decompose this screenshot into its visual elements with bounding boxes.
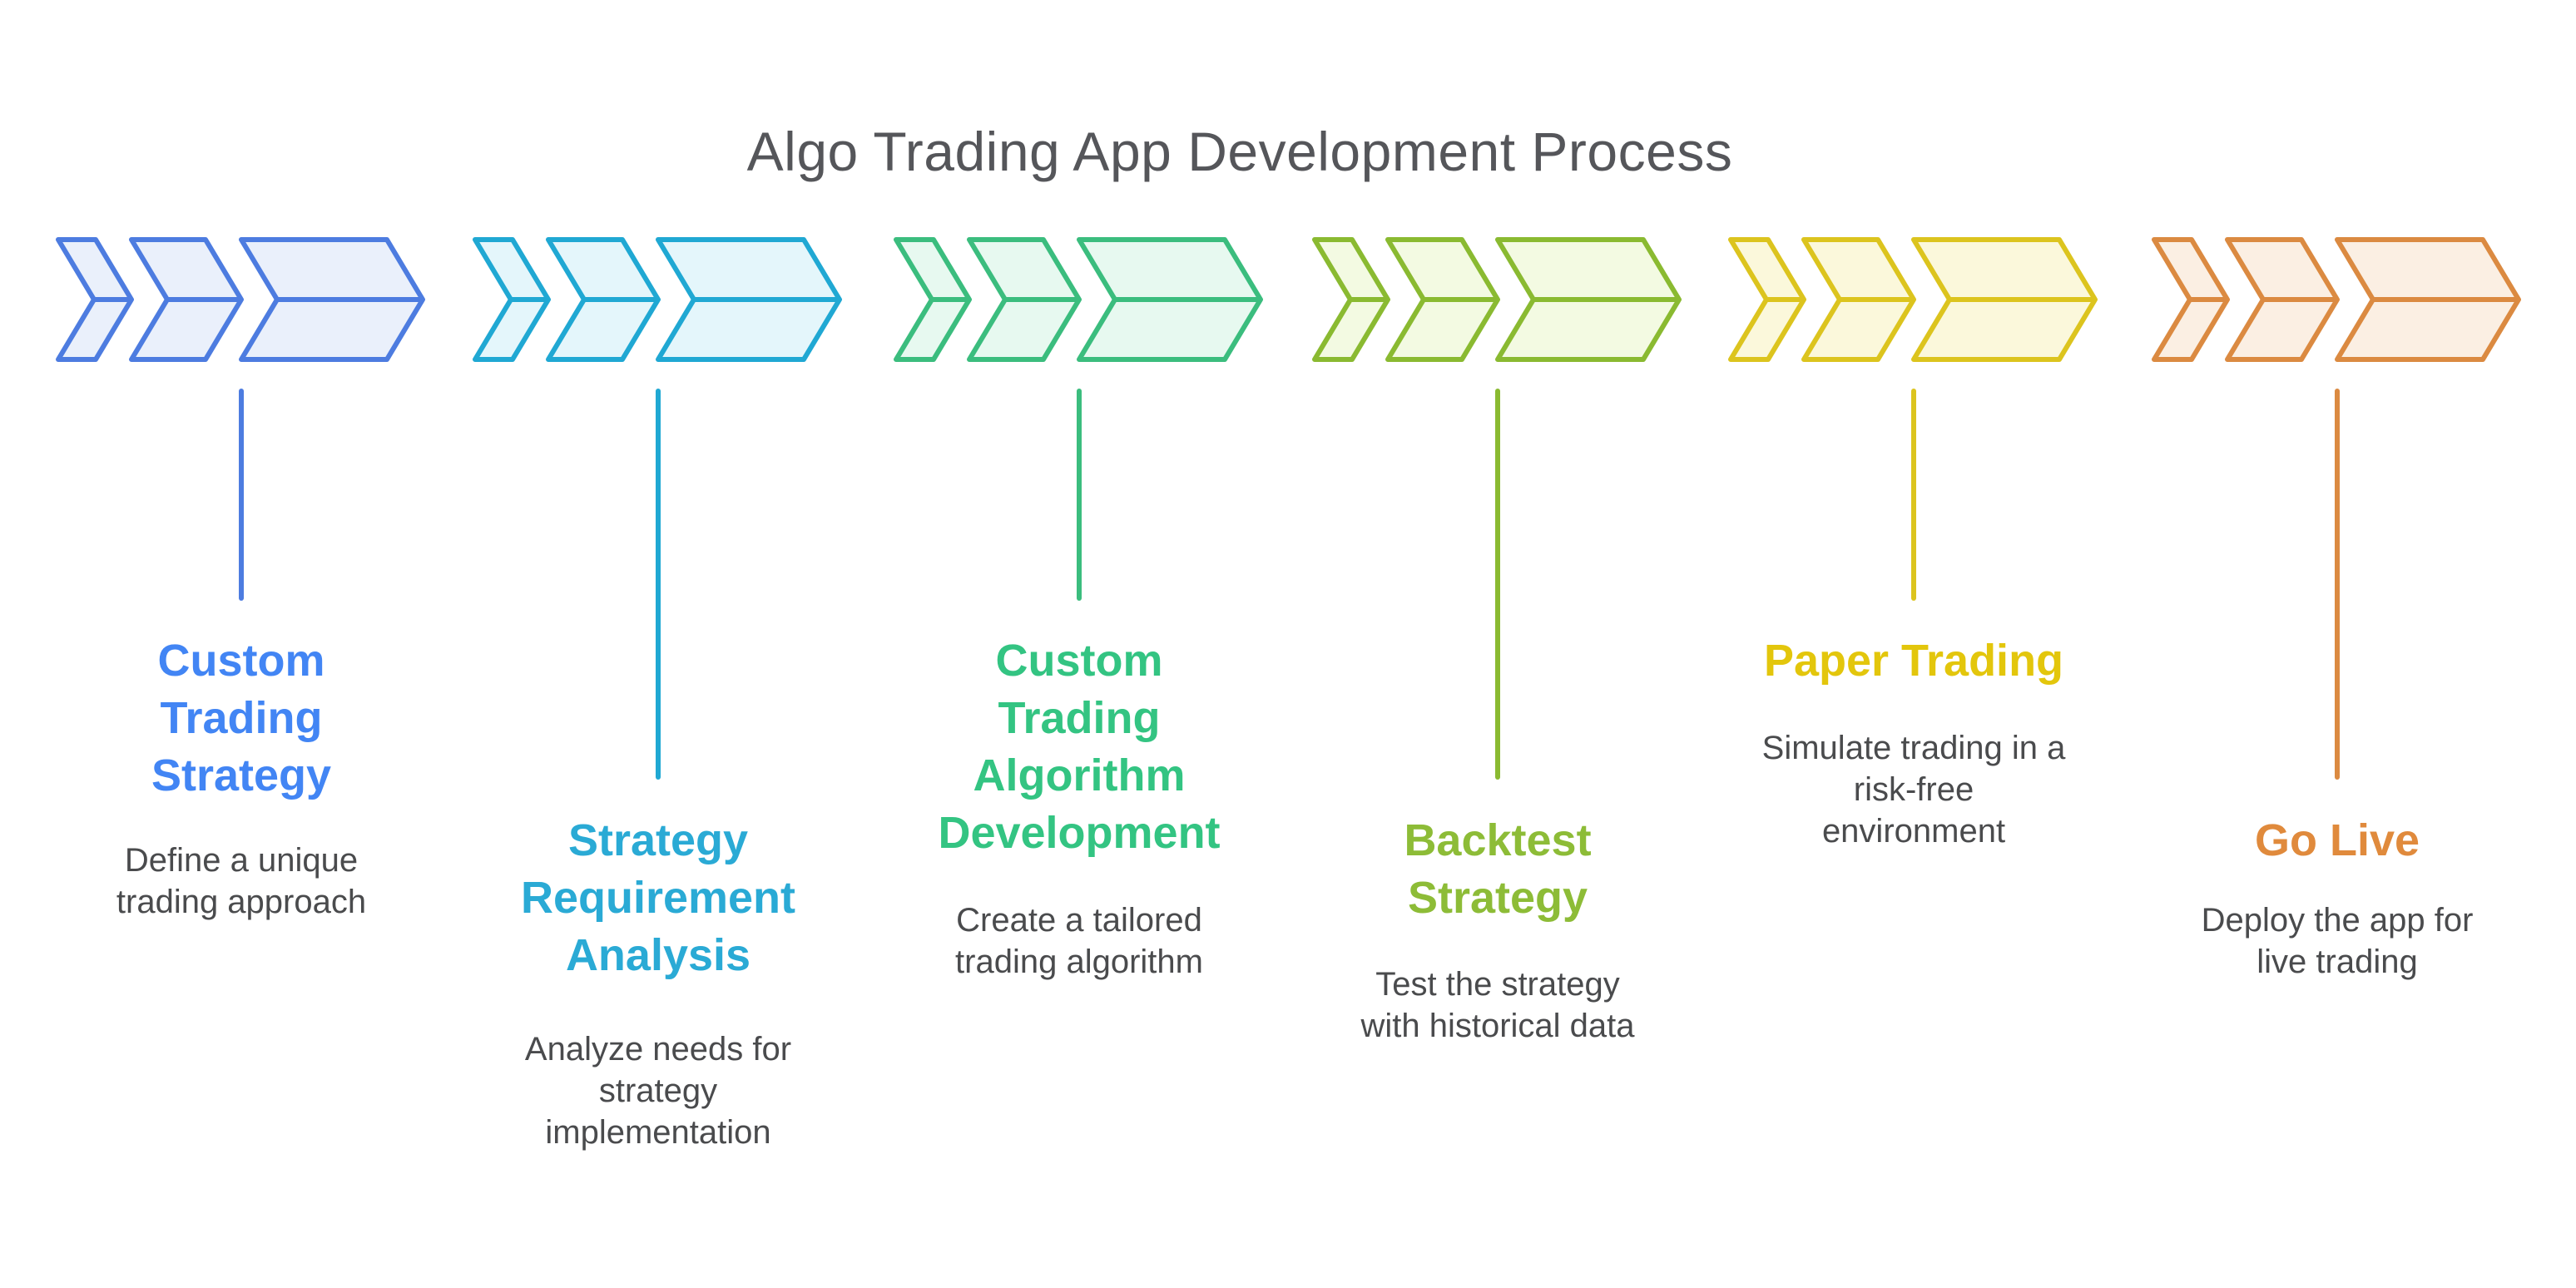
stage-description-line: Test the strategy [1375,966,1620,1003]
stage-description: Simulate trading in a risk-free environmen… [1722,727,2105,852]
stage-description: Define a unique trading approach [50,840,433,923]
connector-line [1495,389,1500,780]
connector-line [1911,389,1916,601]
stage-description-line: Create a tailored [956,902,1202,939]
connector-line [2335,389,2340,780]
chevron-arrows-icon [2152,237,2521,362]
connector-line [1077,389,1082,601]
connector-line [656,389,661,780]
stage-title-line: Custom [995,636,1163,686]
stage-title: Go Live [2121,812,2554,869]
stage-description: Deploy the app for live trading [2146,899,2529,983]
stage-title-line: Strategy [151,751,332,800]
stage-title-line: Custom [157,636,325,686]
stage-description-line: implementation [545,1114,771,1151]
stage-title-line: Development [938,808,1221,858]
chevron-arrows-icon [894,237,1263,362]
chevron-arrows-icon [56,237,425,362]
stage-title-line: Backtest [1404,815,1592,865]
connector-line [239,389,244,601]
stage-title-line: Trading [998,693,1161,743]
stage-description: Analyze needs for strategy implementation [467,1028,850,1153]
stage-title-line: Paper Trading [1763,636,2064,686]
chevron-arrows-icon [473,237,842,362]
stage-description-line: risk-free [1853,771,1974,808]
stage-description-line: Simulate trading in a [1761,730,2066,766]
stage-title-line: Algorithm [973,751,1186,800]
diagram-title: Algo Trading App Development Process [746,121,1733,182]
stage-description-line: live trading [2256,944,2418,980]
stage-description-line: with historical data [1360,1008,1635,1044]
stage-description-line: Define a unique [124,842,359,879]
stage-title-line: Strategy [1407,873,1588,923]
stage-description-line: Analyze needs for [524,1031,792,1068]
stage-description: Test the strategy with historical data [1306,964,1689,1047]
stage-description-line: environment [1821,813,2006,850]
stage-title-line: Go Live [2254,815,2420,865]
chevron-arrows-icon [1728,237,2098,362]
stage-description-line: strategy [598,1073,718,1109]
stage-title-line: Requirement [520,873,796,923]
stage-title-line: Trading [160,693,323,743]
stage-description-line: trading approach [116,884,367,920]
stage-description-line: trading algorithm [955,944,1203,980]
stage-description-line: Deploy the app for [2201,902,2474,939]
stage-title: Paper Trading [1697,632,2130,690]
stage-description: Create a tailored trading algorithm [888,899,1271,983]
chevron-arrows-icon [1312,237,1682,362]
stage-title-line: Strategy [567,815,749,865]
stage-title-line: Analysis [565,930,751,980]
